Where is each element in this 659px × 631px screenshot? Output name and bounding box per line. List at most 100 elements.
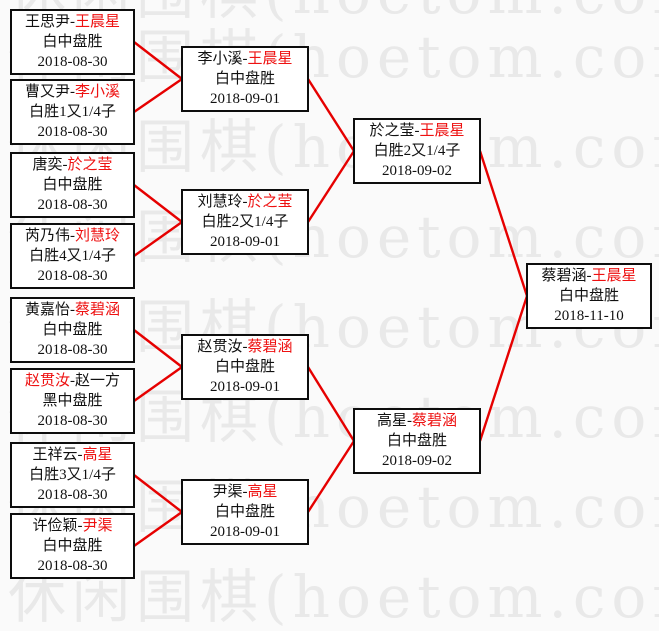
match-date: 2018-11-10 <box>554 308 624 324</box>
match-result: 白中盘胜 <box>558 288 619 304</box>
players-dash: - <box>70 302 75 318</box>
match-box-r1m3: 唐奕-於之莹白中盘胜 2018-08-30 <box>10 152 135 218</box>
match-date: 2018-08-30 <box>37 342 108 358</box>
players-line: 王祥云-高星 <box>12 445 133 465</box>
watermark-text: 休闲围棋(hoetom.com) <box>8 0 659 22</box>
match-box-fm1: 蔡碧涵-王晨星白中盘胜 2018-11-10 <box>526 263 652 329</box>
match-result: 白中盘胜 <box>214 359 275 375</box>
player1-name: 高星 <box>376 413 407 429</box>
match-date: 2018-08-30 <box>37 558 108 574</box>
player2-name: 於之莹 <box>67 157 113 173</box>
match-result: 白中盘胜 <box>42 538 103 554</box>
match-box-sfm2: 高星-蔡碧涵白中盘胜 2018-09-02 <box>353 408 481 474</box>
match-date: 2018-09-01 <box>210 234 280 250</box>
player1-name: 刘慧玲 <box>197 194 243 210</box>
players-dash: - <box>70 14 75 30</box>
match-result: 白中盘胜 <box>386 433 447 449</box>
match-date: 2018-09-01 <box>210 524 280 540</box>
players-dash: - <box>70 84 75 100</box>
bracket-connector-line <box>133 78 183 113</box>
match-box-r2m3: 赵贯汝-蔡碧涵白中盘胜 2018-09-01 <box>181 334 309 400</box>
match-result: 白中盘胜 <box>214 504 275 520</box>
player1-name: 曹又尹 <box>24 84 70 100</box>
players-line: 黄嘉怡-蔡碧涵 <box>12 300 133 320</box>
match-result: 白胜3又1/4子 <box>29 467 116 483</box>
match-result: 白胜2又1/4子 <box>373 143 461 159</box>
players-line: 唐奕-於之莹 <box>12 155 133 175</box>
player2-name: 王晨星 <box>419 123 465 139</box>
bracket-connector-line <box>478 150 529 297</box>
bracket-connector-line <box>478 295 529 442</box>
match-box-r2m1: 李小溪-王晨星白中盘胜 2018-09-01 <box>181 46 309 112</box>
players-line: 蔡碧涵-王晨星 <box>528 266 650 286</box>
player1-name: 尹渠 <box>212 484 243 500</box>
players-dash: - <box>242 51 248 67</box>
match-box-r1m5: 黄嘉怡-蔡碧涵白中盘胜 2018-08-30 <box>10 297 135 363</box>
players-dash: - <box>70 228 75 244</box>
match-result: 白中盘胜 <box>42 322 103 338</box>
players-dash: - <box>77 518 83 534</box>
player1-name: 唐奕 <box>32 157 63 173</box>
player2-name: 尹渠 <box>82 518 113 534</box>
match-result: 白中盘胜 <box>42 177 103 193</box>
match-date: 2018-09-01 <box>210 91 280 107</box>
players-dash: - <box>242 339 248 355</box>
players-line: 曹又尹-李小溪 <box>12 82 133 102</box>
player2-name: 王晨星 <box>247 51 293 67</box>
match-date: 2018-09-02 <box>382 453 452 469</box>
players-dash: - <box>407 413 412 429</box>
players-line: 芮乃伟-刘慧玲 <box>12 226 133 246</box>
match-result: 白中盘胜 <box>214 71 275 87</box>
match-box-r1m1: 王思尹-王晨星白中盘胜 2018-08-30 <box>10 9 135 75</box>
player2-name: 赵一方 <box>75 373 121 389</box>
player2-name: 王晨星 <box>591 268 637 284</box>
player1-name: 赵贯汝 <box>24 373 70 389</box>
match-date: 2018-08-30 <box>37 197 108 213</box>
player2-name: 王晨星 <box>75 14 121 30</box>
match-result: 白胜4又1/4子 <box>29 248 116 264</box>
bracket-connector-line <box>133 184 183 223</box>
player2-name: 刘慧玲 <box>75 228 121 244</box>
connector-lines <box>133 41 529 547</box>
match-box-r1m2: 曹又尹-李小溪白胜1又1/4子 2018-08-30 <box>10 79 135 145</box>
players-line: 李小溪-王晨星 <box>183 49 307 69</box>
bracket-connector-line <box>306 440 356 513</box>
player2-name: 李小溪 <box>75 84 121 100</box>
players-line: 赵贯汝-赵一方 <box>12 371 133 391</box>
match-box-r1m7: 王祥云-高星白胜3又1/4子 2018-08-30 <box>10 442 135 508</box>
players-line: 高星-蔡碧涵 <box>355 411 479 431</box>
player1-name: 蔡碧涵 <box>541 268 587 284</box>
players-line: 许俭颖-尹渠 <box>12 516 133 536</box>
bracket-connector-line <box>306 150 356 223</box>
players-dash: - <box>70 373 75 389</box>
match-result: 白中盘胜 <box>42 34 103 50</box>
match-date: 2018-08-30 <box>37 413 108 429</box>
player2-name: 高星 <box>247 484 278 500</box>
player2-name: 蔡碧涵 <box>412 413 458 429</box>
match-result: 白胜1又1/4子 <box>29 104 116 120</box>
match-box-r1m8: 许俭颖-尹渠白中盘胜 2018-08-30 <box>10 513 135 579</box>
player1-name: 黄嘉怡 <box>24 302 70 318</box>
player2-name: 高星 <box>82 447 113 463</box>
tournament-bracket: 休闲围棋(hoetom.com)休闲围棋(hoetom.com)休闲围棋(hoe… <box>8 0 659 626</box>
match-date: 2018-08-30 <box>37 487 108 503</box>
bracket-connector-line <box>133 329 183 368</box>
player1-name: 赵贯汝 <box>197 339 243 355</box>
match-date: 2018-09-01 <box>210 379 280 395</box>
player2-name: 於之莹 <box>247 194 293 210</box>
players-line: 刘慧玲-於之莹 <box>183 192 307 212</box>
bracket-connector-line <box>133 366 183 402</box>
match-date: 2018-09-02 <box>382 163 452 179</box>
match-date: 2018-08-30 <box>37 124 108 140</box>
match-date: 2018-08-30 <box>37 54 108 70</box>
player1-name: 王思尹 <box>24 14 70 30</box>
player2-name: 蔡碧涵 <box>75 302 121 318</box>
player1-name: 许俭颖 <box>32 518 78 534</box>
players-line: 赵贯汝-蔡碧涵 <box>183 337 307 357</box>
bracket-connector-line <box>133 474 183 513</box>
players-dash: - <box>62 157 68 173</box>
player1-name: 芮乃伟 <box>24 228 70 244</box>
